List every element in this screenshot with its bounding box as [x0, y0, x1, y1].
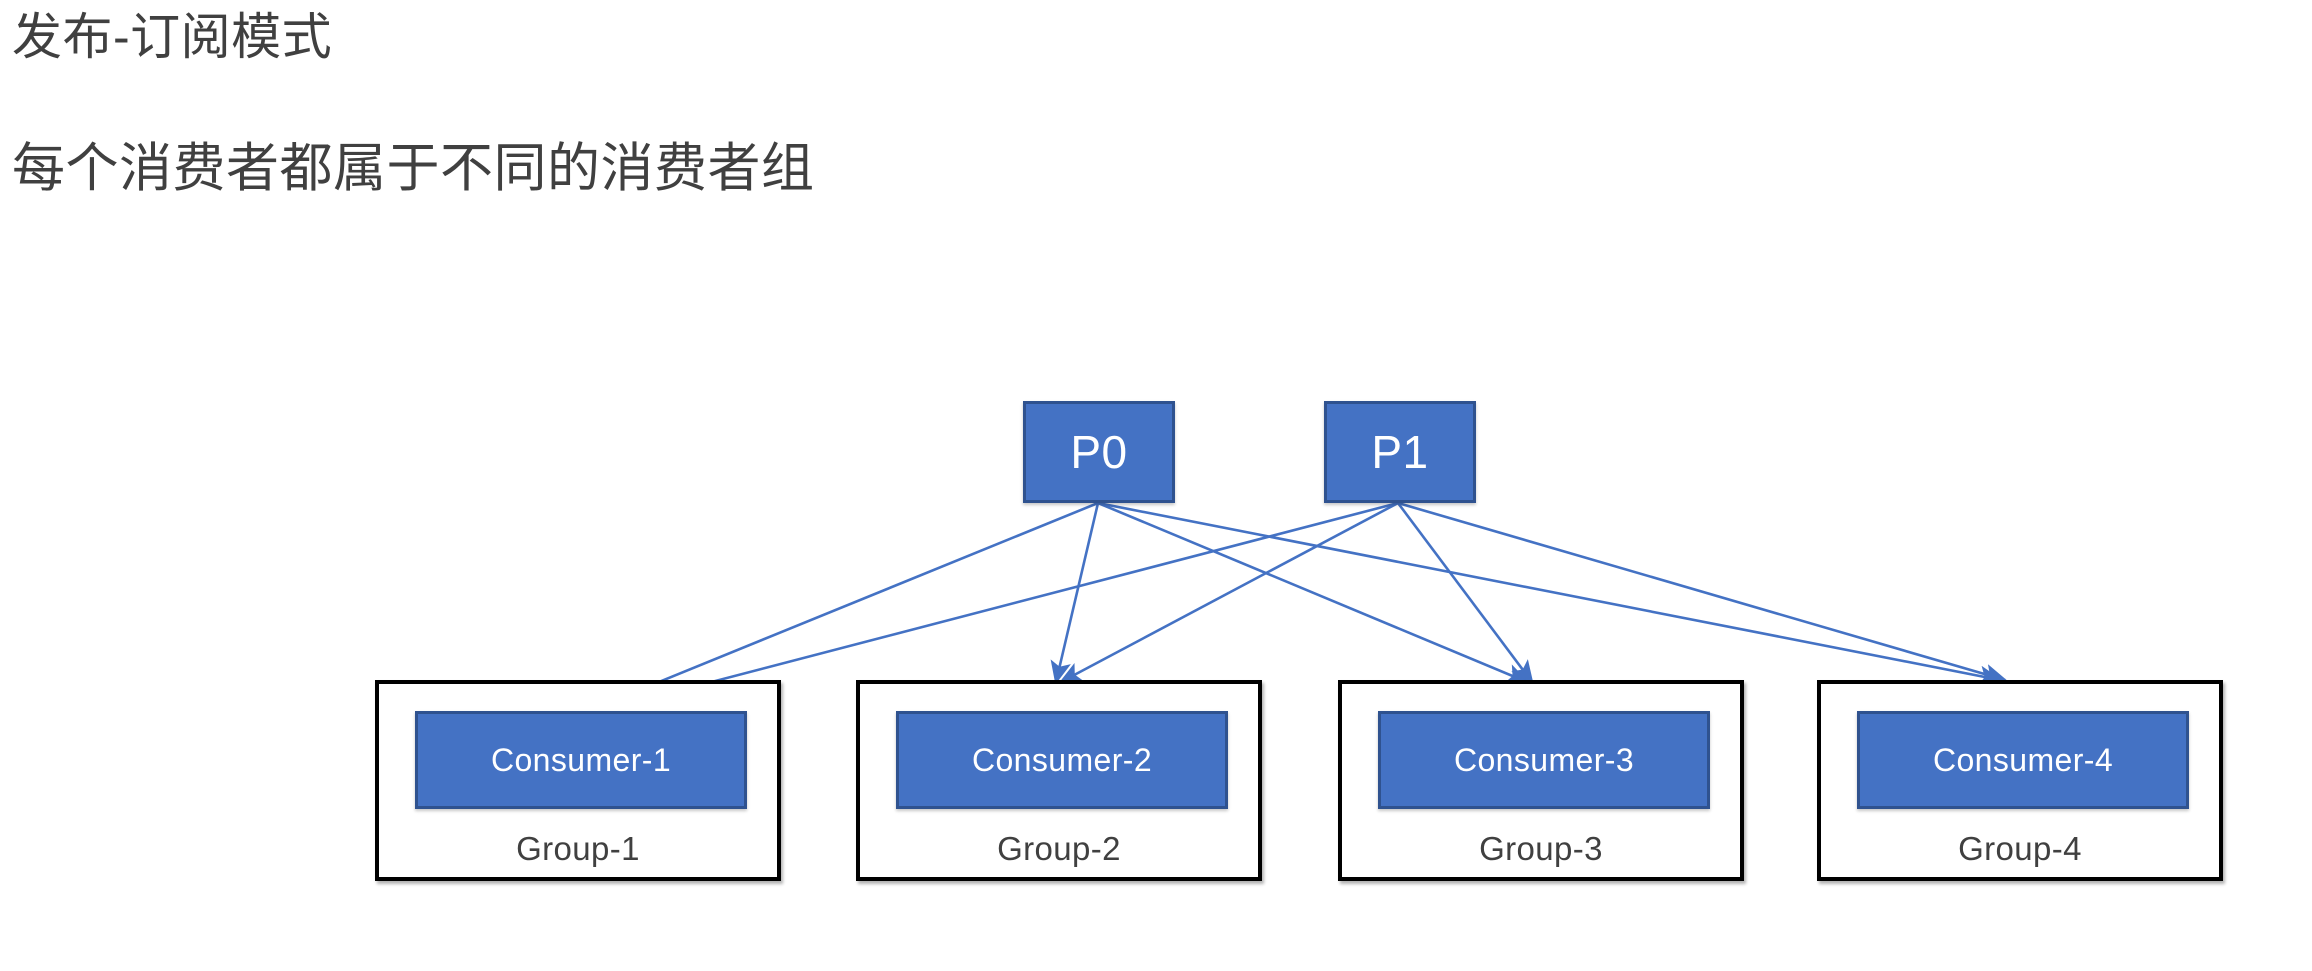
connector-p1-consumer-1 [601, 501, 1399, 715]
consumer-group-2[interactable]: Consumer-2 Group-2 [856, 680, 1262, 881]
group-label-3: Group-3 [1479, 830, 1603, 867]
consumer-box-3[interactable]: Consumer-3 [1378, 711, 1710, 809]
page-title: 发布-订阅模式 [12, 9, 333, 65]
page-subtitle: 每个消费者都属于不同的消费者组 [12, 139, 815, 198]
consumer-label-2: Consumer-2 [971, 742, 1153, 778]
producer-box-p0[interactable]: P0 [1023, 401, 1175, 503]
group-label-1: Group-1 [516, 830, 640, 867]
consumer-label-3: Consumer-3 [1453, 742, 1635, 778]
consumer-group-1[interactable]: Consumer-1 Group-1 [375, 680, 781, 881]
connector-p1-consumer-2 [1058, 501, 1399, 684]
consumer-box-4[interactable]: Consumer-4 [1857, 711, 2189, 809]
connector-p1-consumer-3 [1396, 502, 1534, 685]
connector-p1-consumer-4 [1397, 501, 2008, 685]
connector-p0-consumer-2 [1050, 502, 1100, 685]
consumer-label-4: Consumer-4 [1932, 742, 2114, 778]
connector-p0-consumer-3 [1097, 501, 1530, 684]
producer-box-p1[interactable]: P1 [1324, 401, 1476, 503]
group-label-4: Group-4 [1958, 830, 2082, 867]
connector-p0-consumer-4 [1097, 501, 2003, 687]
producer-label-p0: P0 [1070, 426, 1128, 478]
consumer-group-3[interactable]: Consumer-3 Group-3 [1338, 680, 1744, 881]
consumer-box-1[interactable]: Consumer-1 [415, 711, 747, 809]
producer-label-p1: P1 [1371, 426, 1429, 478]
connector-p0-consumer-1 [597, 501, 1099, 708]
group-label-2: Group-2 [997, 830, 1121, 867]
consumer-box-2[interactable]: Consumer-2 [896, 711, 1228, 809]
consumer-label-1: Consumer-1 [490, 742, 672, 778]
consumer-group-4[interactable]: Consumer-4 Group-4 [1817, 680, 2223, 881]
